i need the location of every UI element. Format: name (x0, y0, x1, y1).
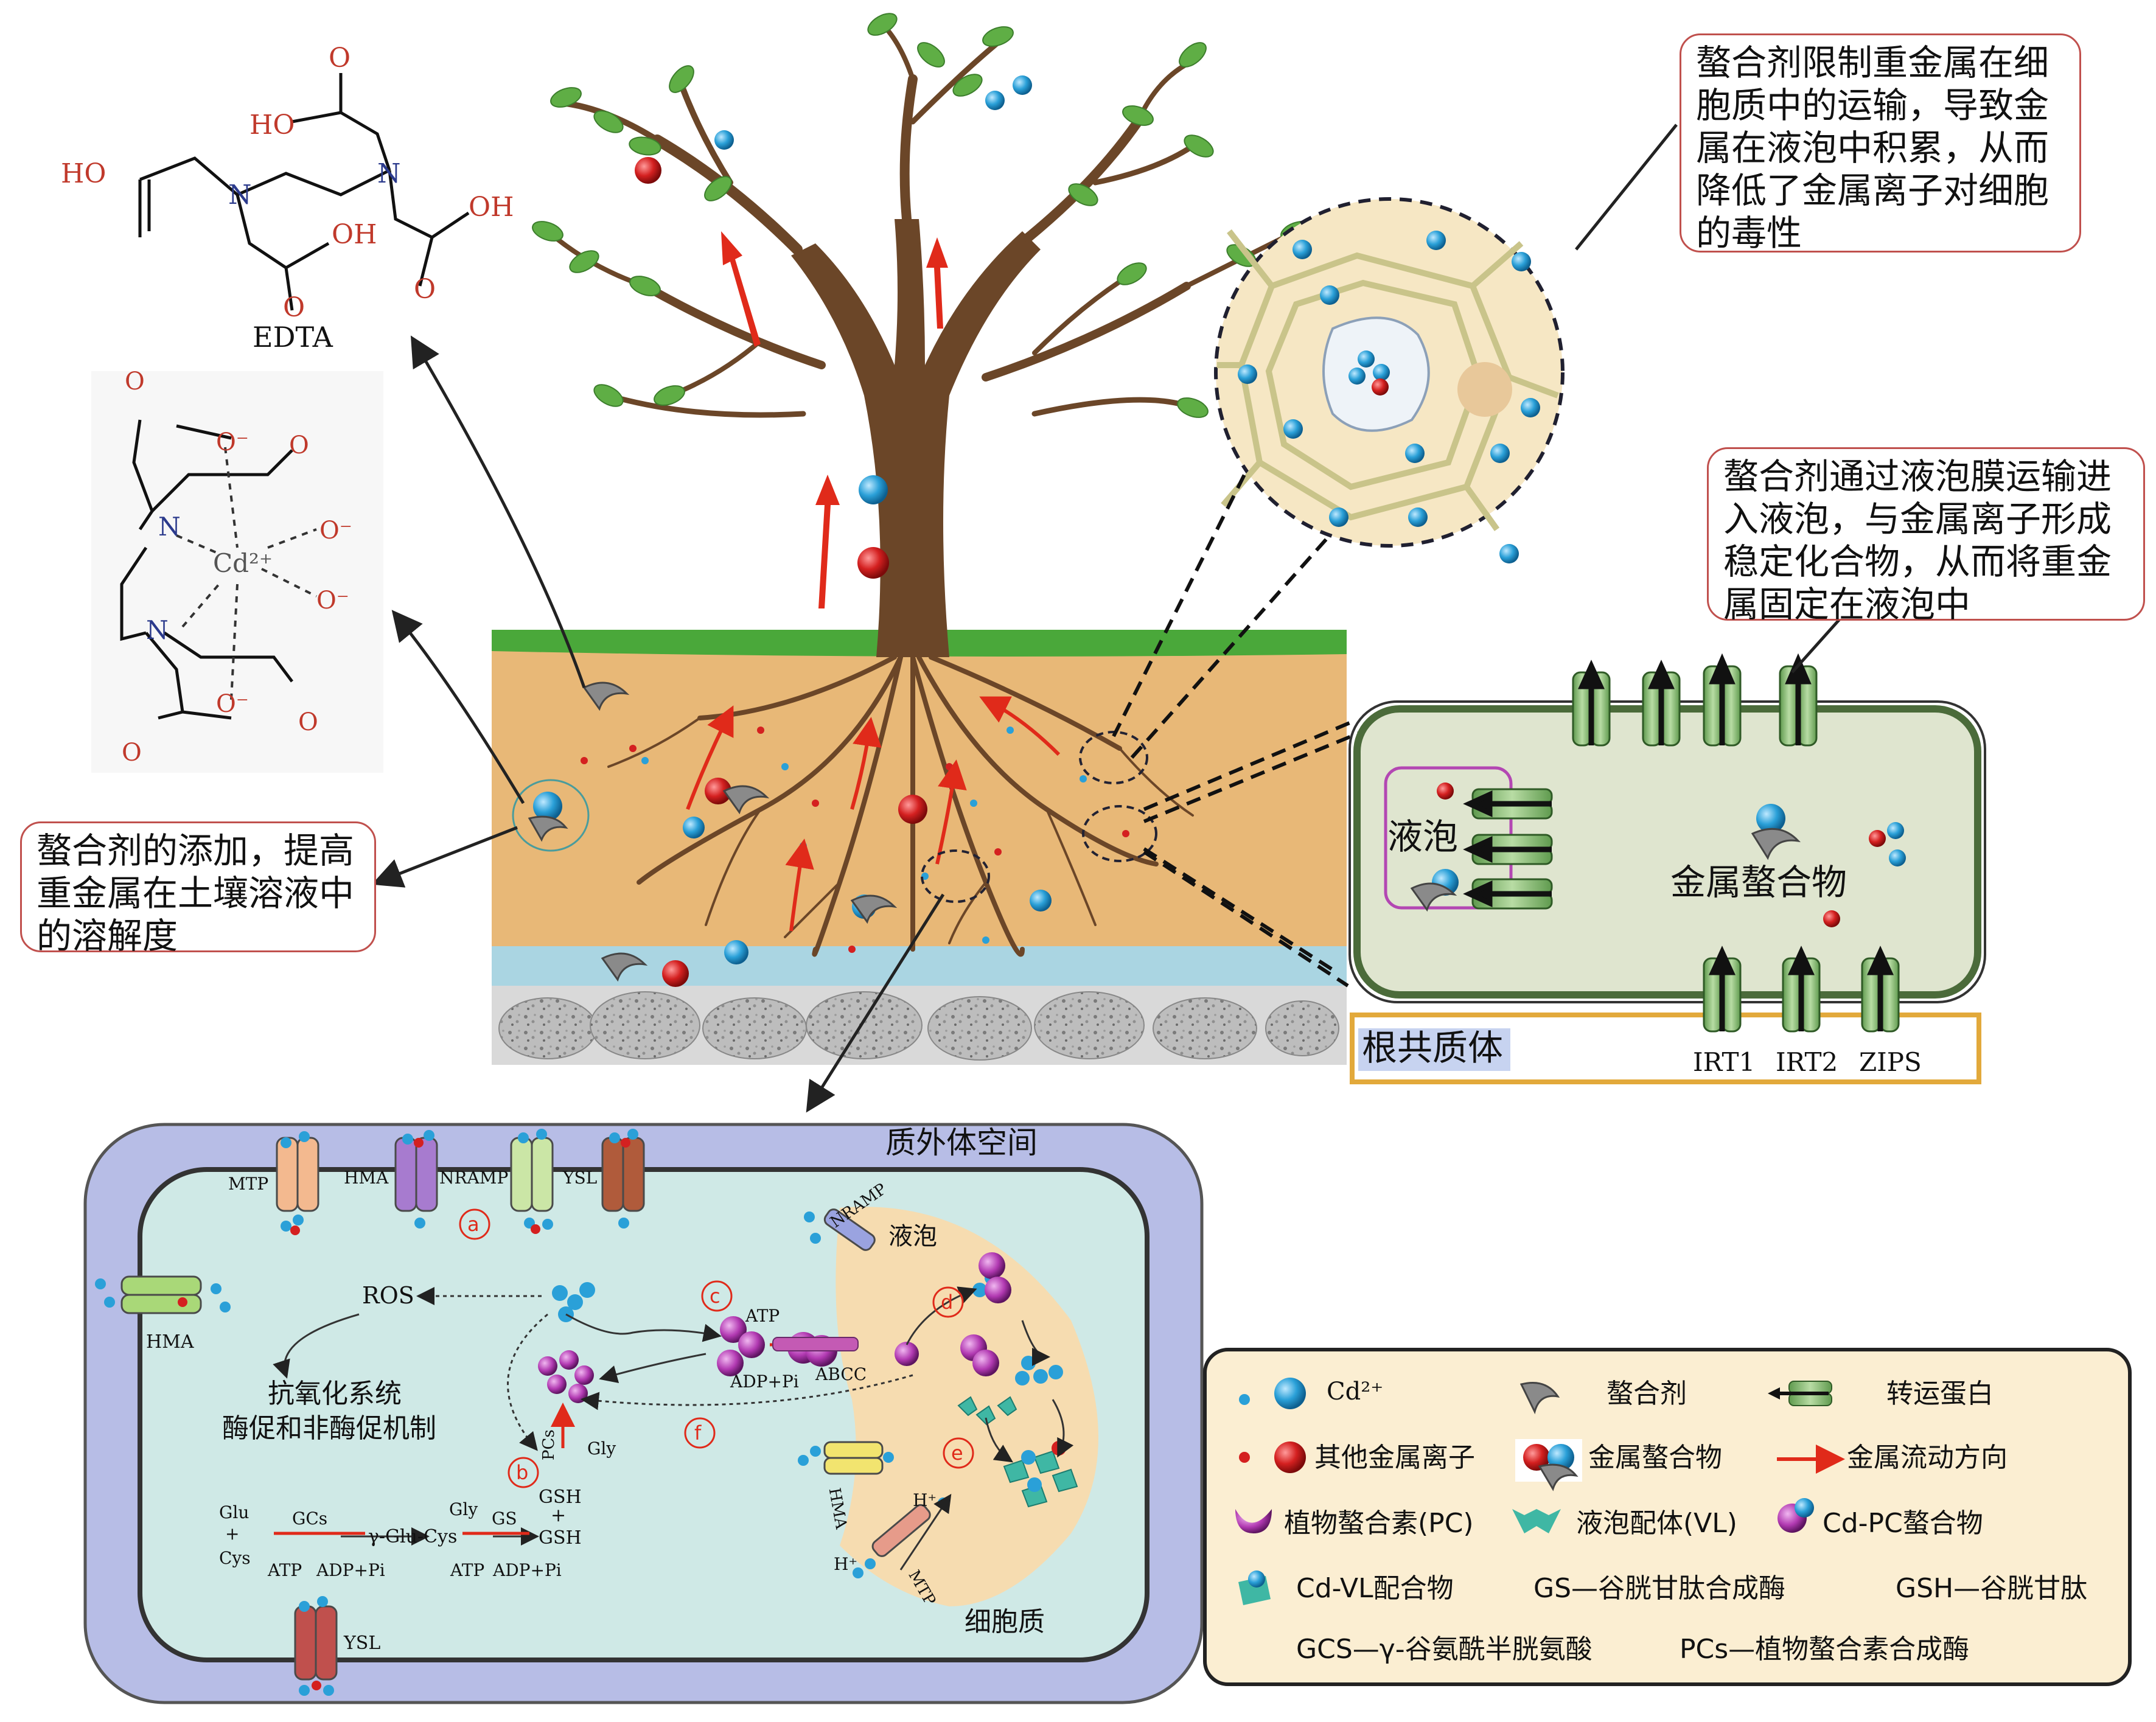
label-gs: GS (492, 1508, 517, 1529)
legend-cd: Cd²⁺ (1327, 1378, 1383, 1406)
soil-chelator (582, 681, 898, 982)
label-nramp: NRAMP (439, 1168, 508, 1188)
legend-gsh: GSH—谷胱甘肽 (1896, 1573, 2087, 1604)
label-atp-2: ATP (267, 1560, 302, 1580)
legend-vl: 液泡配体(VL) (1576, 1508, 1737, 1539)
complex-o-minus-3: O⁻ (316, 587, 349, 615)
cd-center-label: Cd²⁺ (213, 548, 273, 578)
label-adp-3: ADP+Pi (492, 1560, 562, 1580)
legend (1203, 1348, 2132, 1686)
soil-panel (492, 630, 1347, 1065)
apoplast-label: 质外体空间 (885, 1125, 1038, 1160)
legend-flow: 金属流动方向 (1847, 1442, 2008, 1473)
root-complex-label: 金属螯合物 (1670, 862, 1847, 903)
cd-edta-complex: Cd²⁺ N N O⁻ O⁻ O⁻ O⁻ O O O O (91, 368, 383, 773)
legend-chelator: 螯合剂 (1607, 1378, 1687, 1409)
edta-n-2: N (377, 158, 401, 189)
label-gglucys: γ-Glu-Cys (368, 1526, 457, 1547)
edta-o-2: O (283, 292, 305, 323)
label-atp: ATP (745, 1306, 780, 1326)
tree (532, 13, 1312, 657)
complex-o-1: O (125, 368, 145, 396)
complex-o-2: O (289, 431, 309, 459)
legend-gcs: GCS—γ-谷氨酰半胱氨酸 (1296, 1634, 1593, 1665)
marker-b: b (516, 1461, 528, 1484)
root-symplast-label: 根共质体 (1362, 1027, 1503, 1068)
label-hma: HMA (344, 1168, 389, 1188)
note-vacuole-fixation: 螯合剂通过液泡膜运输进入液泡，与金属离子形成稳定化合物，从而将重金属固定在液泡中 (1707, 447, 2145, 625)
edta-o-1: O (329, 43, 351, 74)
label-ysl-bottom: YSL (343, 1633, 380, 1654)
transporter-irt1: IRT1 (1693, 1047, 1755, 1077)
edta-ho-1: HO (61, 158, 106, 189)
label-cys: Cys (219, 1548, 251, 1568)
ros-label: ROS (362, 1282, 414, 1309)
marker-c: c (710, 1285, 720, 1308)
bottom-transporters (95, 1129, 1063, 1696)
root-vacuole-label: 液泡 (1387, 816, 1458, 857)
marker-f: f (694, 1421, 702, 1445)
edta-ho-2: HO (249, 110, 295, 141)
label-atp-3: ATP (450, 1560, 484, 1580)
edta-oh-1: OH (469, 192, 514, 223)
root-cell-transporters (1410, 653, 1906, 1033)
vacuole-label-bottom: 液泡 (888, 1222, 937, 1250)
label-plus-2: + (225, 1524, 239, 1544)
edta-oh-2: OH (332, 219, 377, 250)
transporter-zips: ZIPS (1859, 1047, 1922, 1077)
label-gsh-lower: GSH (539, 1527, 582, 1549)
transporter-irt2: IRT2 (1776, 1047, 1838, 1077)
label-hma-left: HMA (146, 1331, 194, 1353)
complex-o-minus-4: O⁻ (216, 690, 249, 718)
label-plus: + (551, 1505, 566, 1526)
label-abcc: ABCC (815, 1364, 867, 1384)
complex-o-minus-2: O⁻ (319, 517, 352, 545)
label-adp: ADP+Pi (730, 1372, 799, 1392)
label-ysl: YSL (562, 1168, 597, 1188)
label-gly-2: Gly (449, 1499, 478, 1519)
label-pcs: PCs (540, 1429, 558, 1460)
complex-n-1: N (158, 512, 181, 542)
antioxidant-line-1: 抗氧化系统 (268, 1378, 402, 1409)
note-cytoplasm-toxicity: 螯合剂限制重金属在细胞质中的运输，导致金属在液泡中积累，从而降低了金属离子对细胞… (1680, 33, 2081, 254)
label-hplus-2: H⁺ (834, 1554, 857, 1574)
label-gcs: GCs (292, 1508, 327, 1529)
edta-o-3: O (414, 274, 436, 305)
edta-structure (138, 73, 470, 311)
complex-o-3: O (298, 708, 318, 736)
complex-o-4: O (122, 739, 142, 767)
label-adp-2: ADP+Pi (316, 1560, 385, 1580)
complex-o-minus-1: O⁻ (216, 428, 249, 456)
cytoplasm-label: 细胞质 (965, 1606, 1045, 1637)
edta-name-label: EDTA (253, 321, 333, 354)
label-gsh-upper: GSH (539, 1487, 582, 1508)
label-gly: Gly (587, 1438, 616, 1459)
marker-e: e (951, 1441, 963, 1465)
legend-gs: GS—谷胱甘肽合成酶 (1533, 1573, 1785, 1604)
legend-other-ion: 其他金属离子 (1314, 1442, 1475, 1473)
note-soil-solubility: 螯合剂的添加，提高重金属在土壤溶液中的溶解度 (20, 821, 376, 957)
legend-complex: 金属螯合物 (1588, 1442, 1722, 1473)
edta-n-1: N (228, 180, 252, 211)
legend-cdpc: Cd-PC螯合物 (1823, 1508, 1983, 1539)
legend-transporter: 转运蛋白 (1886, 1378, 1994, 1409)
antioxidant-line-2: 酶促和非酶促机制 (222, 1413, 436, 1444)
legend-pc: 植物螯合素(PC) (1284, 1508, 1474, 1539)
complex-n-2: N (146, 615, 169, 645)
label-glu: Glu (219, 1502, 249, 1522)
legend-cdvl: Cd-VL配合物 (1296, 1573, 1454, 1604)
marker-d: d (941, 1291, 953, 1314)
label-mtp: MTP (228, 1174, 268, 1194)
marker-a: a (467, 1213, 480, 1236)
bottom-pcs (538, 1252, 1078, 1508)
cell-zoom-circle (1214, 197, 1565, 563)
legend-pcs: PCs—植物螯合素合成酶 (1680, 1634, 1969, 1665)
label-hplus-1: H⁺ (913, 1490, 937, 1510)
